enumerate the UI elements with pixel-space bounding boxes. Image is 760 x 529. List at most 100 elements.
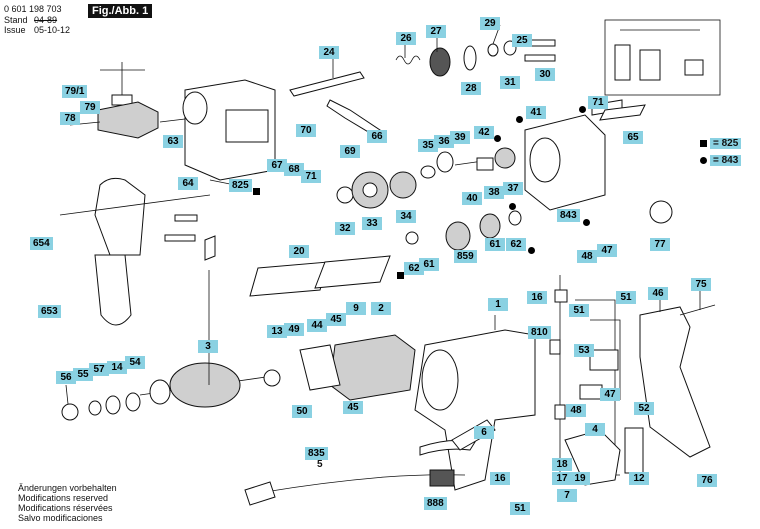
part-number: 0 601 198 703: [4, 4, 62, 14]
part-label-61-right: 61: [485, 238, 505, 251]
part-label-17: 17: [552, 472, 572, 485]
dot-marker-icon: [528, 241, 535, 259]
part-label-71-top: 71: [588, 96, 608, 109]
part-label-16-bottom: 16: [490, 472, 510, 485]
square-marker-icon: [253, 182, 260, 200]
auxiliary-handle: [59, 177, 216, 326]
armature-shaft-set: [405, 210, 522, 251]
square-marker-icon: [700, 140, 707, 147]
part-label-2: 2: [371, 302, 391, 315]
spindle-shaft: [289, 60, 365, 97]
part-label-18: 18: [552, 458, 572, 471]
power-cable: [244, 439, 476, 506]
part-label-79: 79: [80, 101, 100, 114]
figure-label: Fig./Abb. 1: [88, 4, 153, 18]
part-label-47-top: 47: [597, 244, 617, 257]
part-label-76: 76: [697, 474, 717, 487]
wiring-diagram: [599, 19, 721, 121]
dot-marker-icon: [516, 110, 523, 128]
nameplates: [249, 255, 391, 297]
part-label-62-right: 62: [506, 238, 526, 251]
legend-dot-text: = 843: [710, 155, 742, 166]
part-label-14: 14: [107, 361, 127, 374]
spring-bearing: [395, 39, 556, 77]
part-label-24: 24: [319, 46, 339, 59]
part-label-34: 34: [396, 210, 416, 223]
part-label-810: 810: [528, 326, 551, 339]
part-label-6: 6: [474, 426, 494, 439]
part-label-77: 77: [650, 238, 670, 251]
gear-train: [336, 147, 516, 209]
stand-date-struck: 04-89: [34, 15, 58, 25]
handle-shell: [639, 304, 716, 458]
motor-housing: [414, 329, 536, 491]
switch-wiring: [549, 275, 644, 486]
part-label-52: 52: [634, 402, 654, 415]
part-label-50: 50: [292, 405, 312, 418]
footer-line-fr: Modifications réservées: [18, 503, 113, 513]
part-label-28: 28: [461, 82, 481, 95]
part-label-47-bottom: 47: [600, 388, 620, 401]
legend-dot-843: = 843: [700, 155, 742, 166]
part-label-7: 7: [557, 489, 577, 502]
part-label-835: 835: [305, 447, 328, 460]
part-label-45-top: 45: [326, 313, 346, 326]
part-label-45-bottom: 45: [343, 401, 363, 414]
part-label-46: 46: [648, 287, 668, 300]
part-label-30: 30: [535, 68, 555, 81]
part-label-54: 54: [125, 356, 145, 369]
part-label-56: 56: [56, 371, 76, 384]
part-label-37: 37: [503, 182, 523, 195]
part-label-36: 36: [434, 135, 454, 148]
part-label-9: 9: [346, 302, 366, 315]
part-label-19: 19: [570, 472, 590, 485]
part-label-4: 4: [585, 423, 605, 436]
part-label-41: 41: [526, 106, 546, 119]
part-label-654: 654: [30, 237, 53, 250]
part-label-26: 26: [396, 32, 416, 45]
part-label-653: 653: [38, 305, 61, 318]
part-label-42: 42: [474, 126, 494, 139]
part-label-48-top: 48: [577, 250, 597, 263]
part-label-51-top: 51: [616, 291, 636, 304]
part-label-29: 29: [480, 17, 500, 30]
part-label-51-bottom: 51: [510, 502, 530, 515]
part-label-49: 49: [284, 323, 304, 336]
part-label-48-bottom: 48: [566, 404, 586, 417]
part-label-825: 825: [229, 179, 252, 192]
part-label-51-mid: 51: [569, 304, 589, 317]
part-label-65: 65: [623, 131, 643, 144]
part-label-61-left: 61: [419, 258, 439, 271]
part-label-64: 64: [178, 177, 198, 190]
square-marker-icon: [397, 266, 404, 284]
part-label-20: 20: [289, 245, 309, 258]
part-label-69: 69: [340, 145, 360, 158]
part-label-38: 38: [484, 186, 504, 199]
part-label-53: 53: [574, 344, 594, 357]
field-winding: [299, 334, 416, 401]
part-label-66: 66: [367, 130, 387, 143]
dot-marker-icon: [700, 157, 707, 164]
part-label-68: 68: [284, 163, 304, 176]
gear-housing: [182, 79, 276, 186]
part-label-12: 12: [629, 472, 649, 485]
part-label-16-top: 16: [527, 291, 547, 304]
part-label-44: 44: [307, 319, 327, 332]
part-label-25: 25: [512, 34, 532, 47]
legend-square-text: = 825: [710, 138, 742, 149]
brush-holder: [649, 200, 673, 224]
part-label-63: 63: [163, 135, 183, 148]
part-label-78: 78: [60, 112, 80, 125]
stand-label: Stand: [4, 15, 28, 25]
footer-line-en: Modifications reserved: [18, 493, 109, 503]
part-label-3: 3: [198, 340, 218, 353]
part-label-39: 39: [450, 131, 470, 144]
stand-line: Stand 04-89: [4, 15, 57, 25]
dot-marker-icon: [494, 129, 501, 147]
part-label-57: 57: [89, 363, 109, 376]
part-label-859: 859: [454, 250, 477, 263]
part-label-71-mid: 71: [301, 170, 321, 183]
dot-marker-icon: [579, 100, 586, 118]
